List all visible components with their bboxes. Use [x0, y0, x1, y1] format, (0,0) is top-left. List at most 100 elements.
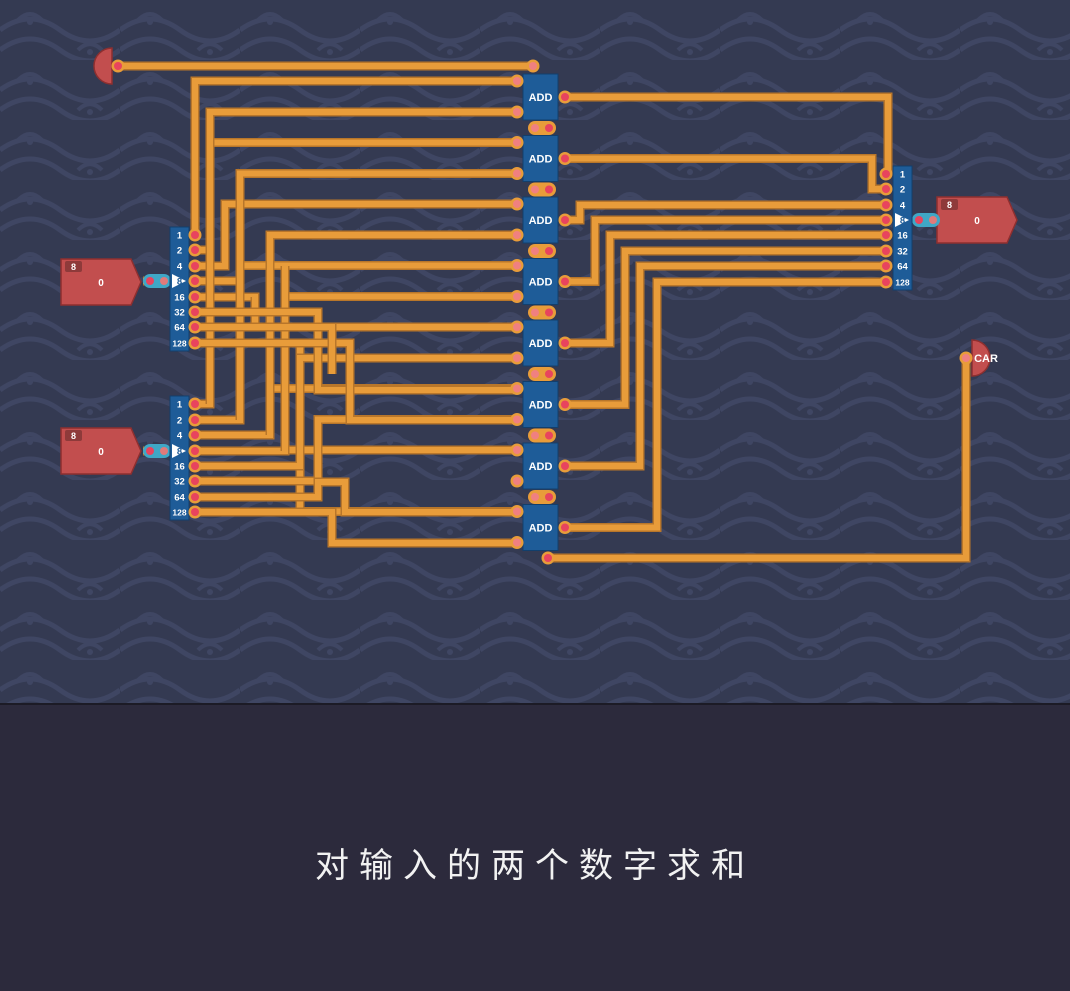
splitter-a[interactable] — [169, 226, 190, 352]
adder-4[interactable] — [522, 319, 559, 367]
splitter-a-label-4: 4 — [177, 262, 183, 273]
adder-6[interactable] — [522, 442, 559, 490]
carry-link-dot — [531, 370, 539, 378]
wires — [118, 61, 971, 563]
adder-3-input-b-dot — [513, 292, 521, 301]
adder-7-input-a-dot — [513, 507, 521, 516]
output-link-dot — [929, 216, 937, 224]
merger-out-pin-32-dot — [882, 247, 890, 255]
wire[interactable] — [565, 232, 886, 346]
carry-link-dot — [531, 185, 539, 194]
adder-1-input-a-dot — [513, 138, 521, 147]
wire[interactable] — [565, 279, 886, 531]
merger-out-label-2: 2 — [900, 185, 905, 196]
carry-out-label: CAR — [974, 353, 998, 365]
output-bit-width: 8 — [947, 200, 952, 210]
panel-divider — [0, 703, 1070, 705]
wire[interactable] — [565, 263, 886, 469]
wire[interactable] — [195, 479, 517, 515]
wire[interactable] — [192, 78, 517, 235]
merger-out-label-4: 4 — [900, 201, 906, 212]
splitter-b-label-128: 128 — [172, 508, 186, 518]
input-b-link-dot — [146, 447, 154, 455]
input-b-bit-width: 8 — [71, 431, 76, 441]
adder-label: ADD — [529, 523, 553, 535]
adder-1[interactable] — [522, 135, 559, 182]
adder-5-input-b-dot — [513, 415, 521, 424]
adder-3[interactable] — [522, 258, 559, 305]
adder-7-output-dot — [561, 523, 569, 532]
splitter-b-label-4: 4 — [177, 431, 183, 442]
adder-2-output-dot — [561, 216, 569, 224]
wire[interactable] — [548, 358, 969, 561]
adder-0[interactable] — [522, 73, 559, 121]
adder-1-input-b-dot — [513, 169, 521, 178]
carry-out-pin-dot — [962, 354, 970, 362]
wire[interactable] — [195, 509, 517, 546]
carry-link-dot — [531, 308, 539, 317]
merger-out-label-1: 1 — [900, 170, 906, 181]
splitter-a-pin-16-dot — [191, 293, 199, 301]
triangle-right-icon — [895, 213, 909, 227]
splitter-b-pin-1-dot — [191, 400, 199, 408]
adder-2-input-a-dot — [513, 200, 521, 208]
carry-link-dot — [545, 124, 553, 132]
wire[interactable] — [565, 94, 891, 174]
input-a-link-dot — [146, 277, 154, 285]
adder-1-output-dot — [561, 154, 569, 163]
merger-out[interactable] — [892, 165, 913, 291]
carry-link-dot — [545, 185, 553, 194]
splitter-a-label-64: 64 — [174, 323, 185, 334]
wire[interactable] — [565, 155, 886, 192]
merger-out-label-32: 32 — [897, 247, 908, 258]
circuit-canvas[interactable]: 8080801248163264128124816326412812481632… — [0, 0, 1070, 703]
triangle-right-icon — [172, 444, 186, 458]
wire[interactable] — [565, 248, 886, 408]
merger-out-pin-16-dot — [882, 231, 890, 239]
splitter-b[interactable] — [169, 395, 190, 521]
wire[interactable] — [195, 324, 335, 374]
input-a-link-dot — [160, 277, 168, 285]
wire[interactable] — [195, 340, 517, 423]
adder-0-input-a-dot — [513, 77, 521, 85]
carry-in-input[interactable] — [93, 47, 113, 85]
carry-link-dot — [545, 493, 553, 501]
splitter-a-label-32: 32 — [174, 308, 185, 319]
splitter-a-pin-8-dot — [191, 277, 199, 285]
adder-label: ADD — [529, 215, 553, 227]
adder-5[interactable] — [522, 381, 559, 428]
adder-2-input-b-dot — [513, 231, 521, 239]
adder-2[interactable] — [522, 196, 559, 244]
adder-4-input-a-dot — [513, 323, 521, 331]
wire[interactable] — [565, 202, 886, 223]
adder-0-input-b-dot — [513, 108, 521, 116]
splitter-b-label-32: 32 — [174, 477, 185, 488]
merger-out-pin-2-dot — [882, 185, 890, 193]
adder-label: ADD — [529, 277, 553, 289]
splitter-a-pin-32-dot — [191, 308, 199, 316]
wire[interactable] — [195, 355, 517, 469]
merger-out-label-8: 8 — [900, 216, 905, 227]
adder-4-input-b-dot — [513, 354, 521, 362]
adder-6-input-a-dot — [513, 446, 521, 454]
carry-link-dot — [545, 431, 553, 440]
output-link-dot — [915, 216, 923, 224]
adder-carry-in-pin-dot — [529, 62, 537, 70]
wire[interactable] — [565, 217, 886, 285]
adder-7-input-b-dot — [513, 538, 521, 547]
carry-link-dot — [531, 124, 539, 132]
adder-3-input-a-dot — [513, 261, 521, 270]
splitter-b-label-64: 64 — [174, 493, 185, 504]
adder-6-input-b-dot — [513, 477, 521, 485]
adder-7[interactable] — [522, 504, 559, 551]
carry-link-dot — [545, 370, 553, 378]
wire[interactable] — [195, 309, 517, 393]
merger-out-pin-8-dot — [882, 216, 890, 224]
adder-3-output-dot — [561, 277, 569, 286]
splitter-b-label-8: 8 — [177, 447, 182, 458]
input-a-bit-width: 8 — [71, 262, 76, 272]
carry-out-output[interactable] — [971, 339, 991, 377]
input-b-width-badge — [65, 430, 82, 441]
splitter-b-label-1: 1 — [177, 400, 183, 411]
